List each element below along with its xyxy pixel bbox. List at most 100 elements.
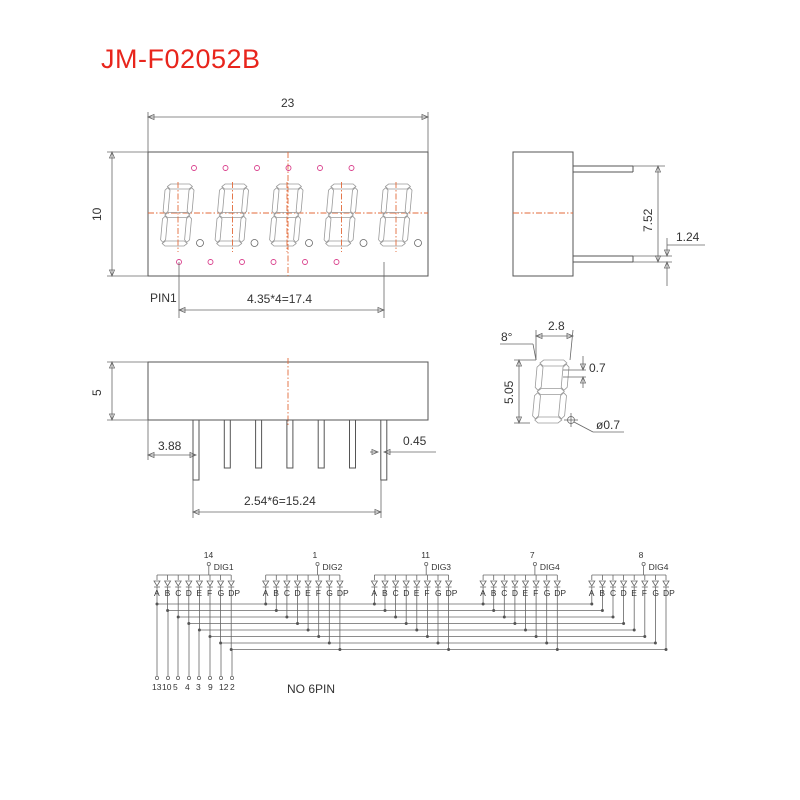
- led-diode: [641, 580, 649, 587]
- part-number-title: JM-F02052B: [101, 44, 261, 74]
- segment-pin-terminal: [218, 676, 223, 681]
- led-diode: [434, 580, 442, 587]
- detail-dp-dimension: ø0.7: [596, 418, 620, 432]
- lead-pin: [192, 419, 200, 481]
- led-diode: [521, 580, 530, 587]
- segment-label: C: [175, 588, 181, 598]
- pin-marker: [302, 259, 308, 265]
- pin-width-dimension: 0.45: [403, 434, 427, 448]
- pin-marker: [222, 165, 229, 171]
- digit-common-pin: 8: [639, 550, 644, 560]
- lead-pin: [255, 419, 263, 469]
- pin-marker: [285, 165, 292, 171]
- segment-label: D: [295, 588, 301, 598]
- segment-label: D: [186, 588, 192, 598]
- bus-junction: [327, 641, 331, 645]
- segment-label: G: [326, 588, 333, 598]
- segment-label: C: [393, 588, 399, 598]
- segment-label: C: [501, 588, 507, 598]
- bus-junction: [176, 615, 180, 619]
- led-diode: [542, 580, 551, 587]
- segment-label: F: [207, 588, 212, 598]
- segment-pin-terminal: [229, 676, 234, 681]
- lead-pin: [349, 419, 356, 469]
- detail-stroke-dimension: 0.7: [589, 361, 606, 375]
- bus-junction: [166, 609, 170, 612]
- segment-label: B: [273, 588, 279, 598]
- pin-marker: [270, 259, 277, 265]
- bus-junction: [264, 602, 268, 606]
- led-diode: [216, 580, 225, 587]
- led-diode: [423, 580, 432, 587]
- segment-label: A: [589, 588, 595, 598]
- bus-junction: [436, 641, 440, 645]
- segment-label: DP: [446, 588, 458, 598]
- led-diode: [283, 580, 291, 587]
- segment-label: G: [652, 588, 659, 598]
- segment-pin-terminal: [186, 676, 191, 681]
- led-diode: [381, 580, 389, 587]
- lead-dimension: 1.24: [676, 230, 700, 244]
- bus-junction: [274, 609, 278, 612]
- led-diode: [153, 580, 161, 587]
- segment-pin-number: 3: [196, 682, 201, 692]
- segment-label: B: [491, 588, 497, 598]
- segment-label: B: [165, 588, 171, 598]
- lead-pin: [380, 419, 388, 481]
- common-pin-terminal: [532, 562, 537, 567]
- common-pin-terminal: [206, 562, 211, 567]
- pin-marker: [348, 165, 355, 171]
- segment-label: C: [284, 588, 290, 598]
- pin1-label: PIN1: [150, 291, 177, 305]
- bus-junction: [611, 615, 615, 619]
- led-diode: [336, 580, 344, 587]
- led-diode: [500, 580, 509, 587]
- bus-junction: [404, 622, 408, 625]
- led-diode: [391, 580, 400, 587]
- common-pin-terminal: [424, 562, 429, 567]
- decimal-point: [196, 239, 204, 247]
- digit-label: DIG2: [323, 562, 343, 572]
- led-diode: [511, 580, 519, 587]
- segment-label: D: [512, 588, 518, 598]
- bus-junction: [338, 648, 342, 651]
- bus-junction: [555, 648, 559, 651]
- digit-label: DIG3: [431, 562, 451, 572]
- segment-pin-number: 2: [230, 682, 235, 692]
- detail-digit: [532, 359, 570, 424]
- front-view: 23 10 PIN1 4.35*4=17.4: [90, 96, 430, 318]
- bus-junction: [372, 602, 376, 606]
- led-diode: [272, 580, 281, 587]
- led-diode: [662, 580, 670, 587]
- segment-label: DP: [663, 588, 675, 598]
- bus-junction: [664, 648, 668, 651]
- bus-junction: [545, 641, 549, 645]
- pin-markers: [176, 165, 355, 265]
- detail-width-dimension: 2.8: [548, 319, 565, 333]
- common-pin-terminal: [641, 562, 646, 567]
- bus-junction: [653, 641, 657, 645]
- segment-pin-number: 10: [162, 682, 172, 692]
- segment-label: D: [403, 588, 409, 598]
- decimal-point: [359, 239, 368, 247]
- front-digit: [214, 182, 259, 252]
- pitch-dimension: 4.35*4=17.4: [247, 292, 312, 306]
- led-diode: [293, 580, 302, 587]
- digit-common-pin: 11: [421, 550, 430, 560]
- bus-junction: [481, 602, 485, 606]
- led-diode: [206, 580, 214, 587]
- segment-label: DP: [554, 588, 566, 598]
- bus-junction: [306, 628, 310, 632]
- segment-label: F: [316, 588, 321, 598]
- led-diode: [185, 580, 193, 587]
- segment-pin-terminal: [207, 676, 212, 681]
- schematic-note: NO 6PIN: [287, 682, 335, 696]
- segment-label: B: [382, 588, 388, 598]
- segment-label: DP: [337, 588, 349, 598]
- decimal-point: [305, 239, 313, 247]
- detail-height-dimension: 5.05: [502, 380, 516, 404]
- segment-label: E: [523, 588, 529, 598]
